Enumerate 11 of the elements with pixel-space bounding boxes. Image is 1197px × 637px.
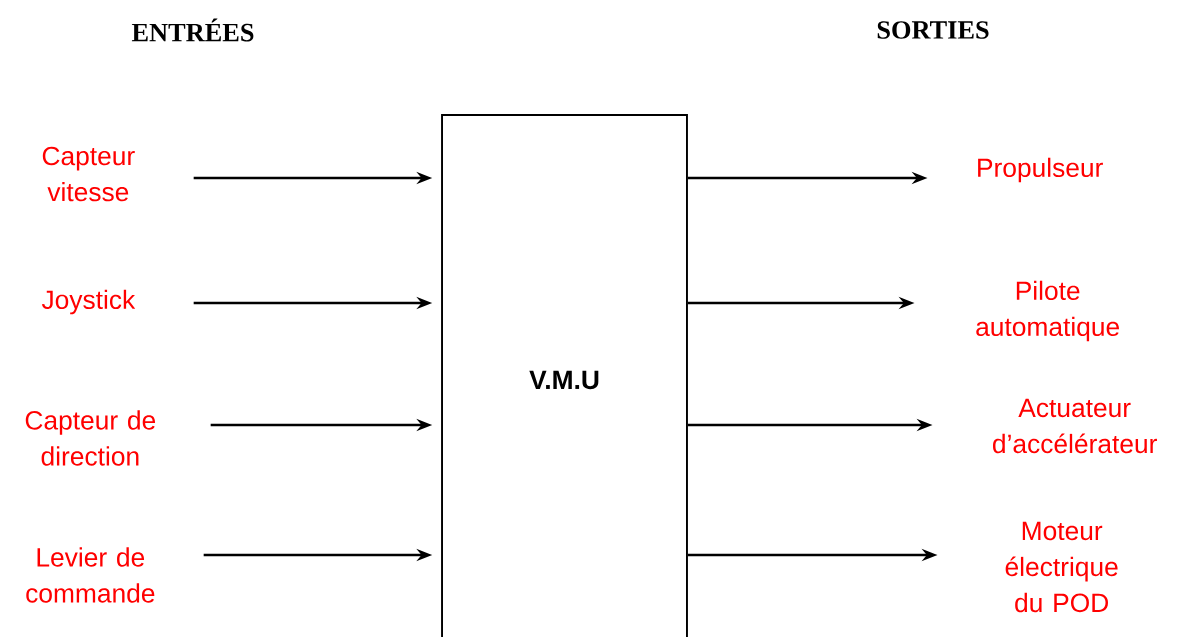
signal-label: Propulseur <box>978 157 1103 183</box>
signal-label: Pilote automatique <box>976 280 1119 342</box>
signal-label: Actuateur d’accélérateur <box>993 398 1157 454</box>
signal-label: Capteur de direction <box>25 410 156 466</box>
signal-label: Moteur électrique du POD <box>1005 521 1118 613</box>
column-heading: ENTRÉES <box>131 18 254 42</box>
signal-label: Joystick <box>41 289 136 315</box>
block-box: V.M.U <box>441 114 688 637</box>
signal-label: Levier de commande <box>26 547 155 603</box>
signal-label: Capteur vitesse <box>42 146 135 202</box>
column-heading: SORTIES <box>877 21 989 39</box>
